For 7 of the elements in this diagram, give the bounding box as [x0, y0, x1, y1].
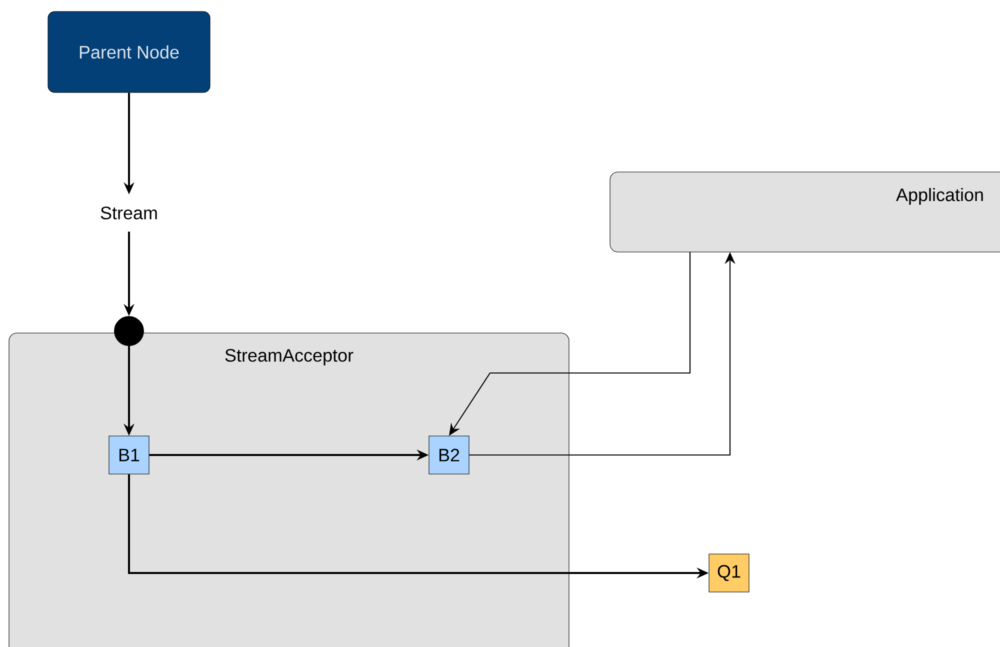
- stream-label: Stream: [100, 206, 157, 220]
- block-box: B1: [108, 436, 150, 474]
- application-box: Application: [610, 172, 1000, 252]
- junction-dot: [114, 316, 144, 346]
- process-box: Parent Node: [48, 11, 210, 93]
- block-box: B2: [428, 436, 470, 474]
- queue-box: Q1: [708, 554, 750, 592]
